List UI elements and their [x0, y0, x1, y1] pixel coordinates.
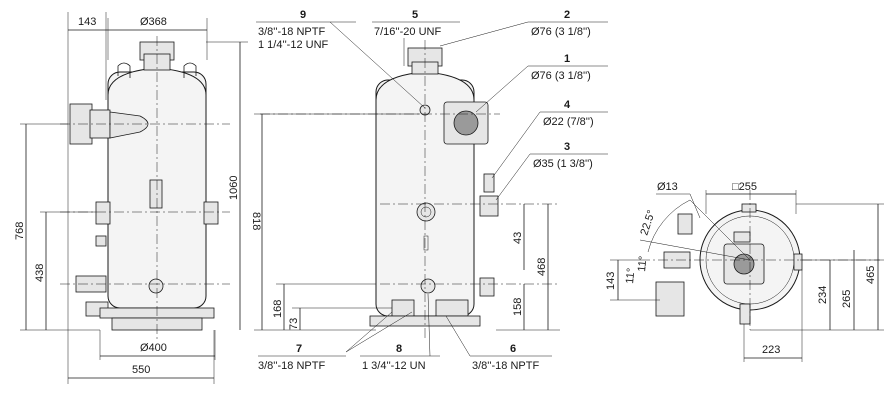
callout-3-diameter: Ø35 (1 3/8''): [533, 158, 593, 170]
callout-8-thread: 1 3/4''-12 UN: [362, 360, 426, 372]
callout-3-number: 3: [564, 141, 570, 153]
sight-glass: [416, 202, 436, 222]
oil-drain: [420, 278, 436, 294]
callout-1-diameter: Ø76 (3 1/8''): [531, 70, 591, 82]
dim-468: 468: [536, 258, 548, 276]
dim-234: 234: [817, 286, 829, 304]
oil-port: [148, 278, 164, 294]
dim-768: 768: [14, 222, 26, 240]
callout-5-number: 5: [412, 9, 418, 21]
front-view: 818 168 73 43 468 158 9 3/8''-18 NPTF 1 …: [250, 9, 608, 372]
dim-angle-11-b: 11°: [624, 267, 637, 284]
callout-4-number: 4: [564, 99, 571, 111]
callout-5-thread: 7/16''-20 UNF: [374, 26, 441, 38]
dim-143: 143: [605, 272, 617, 290]
dim-73: 73: [288, 318, 300, 330]
callout-9-thread-b: 1 1/4''-12 UNF: [258, 39, 329, 51]
dim-818: 818: [250, 212, 262, 230]
side-fitting-left: [95, 201, 111, 225]
callout-2-diameter: Ø76 (3 1/8''): [531, 26, 591, 38]
callout-1-number: 1: [564, 53, 570, 65]
dim-223: 223: [762, 344, 780, 356]
dim-diameter-368: Ø368: [140, 16, 167, 28]
dim-angle-11-a: 11°: [636, 255, 649, 272]
suction-cone: [109, 111, 149, 139]
dim-diameter-13: Ø13: [657, 181, 678, 193]
callout-6-number: 6: [510, 343, 516, 355]
dim-265: 265: [841, 290, 853, 308]
side-view: 143 Ø368 1060: [14, 12, 248, 384]
callout-8-number: 8: [396, 343, 402, 355]
fitting-4: [483, 173, 495, 193]
side-fitting-right: [203, 201, 219, 225]
dim-465: 465: [865, 266, 877, 284]
callout-2-number: 2: [564, 9, 570, 21]
top-view: Ø13 □255 22.5° 11° 11° 143 234 265 465 2…: [605, 181, 884, 362]
fitting-6: [435, 299, 469, 317]
dim-1060: 1060: [228, 176, 240, 200]
callout-6-thread: 3/8''-18 NPTF: [472, 360, 539, 372]
callout-4-diameter: Ø22 (7/8''): [543, 116, 594, 128]
dim-square-255: □255: [732, 181, 757, 193]
dim-168: 168: [272, 300, 284, 318]
dim-550: 550: [132, 364, 150, 376]
callout-9-thread-a: 3/8''-18 NPTF: [258, 26, 325, 38]
dim-angle-22-5: 22.5°: [638, 209, 657, 237]
dim-43: 43: [512, 232, 524, 244]
bottom-foot: [739, 303, 751, 325]
fitting-7: [391, 299, 415, 317]
fitting-3: [479, 195, 499, 217]
dim-438: 438: [34, 264, 46, 282]
sight-fitting: [149, 179, 163, 209]
callout-7-number: 7: [296, 343, 302, 355]
dim-158: 158: [512, 298, 524, 316]
top-view-suction: [655, 281, 685, 317]
callout-9-number: 9: [300, 9, 306, 21]
callout-7-thread: 3/8''-18 NPTF: [258, 360, 325, 372]
dim-diameter-400: Ø400: [140, 342, 167, 354]
dim-143: 143: [78, 16, 96, 28]
